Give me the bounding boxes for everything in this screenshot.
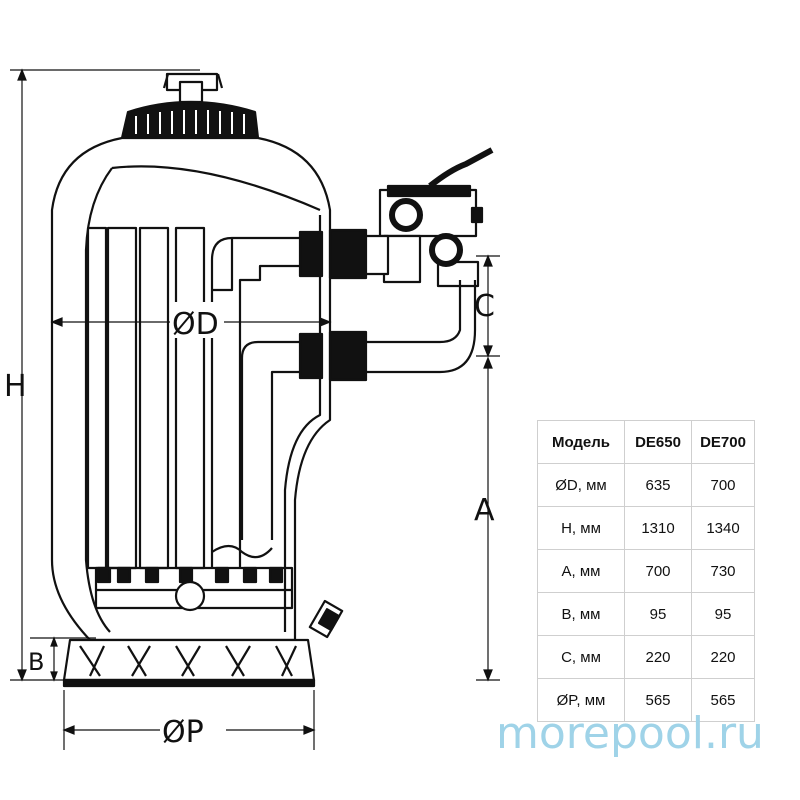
table-row: ØD, мм 635 700 (537, 463, 755, 507)
dim-label-d: ØD (172, 307, 219, 342)
spec-header-row: Модель DE650 DE700 (537, 420, 755, 464)
filter-elements (86, 226, 294, 612)
tank-base (62, 638, 316, 688)
cell-value: 95 (691, 592, 755, 636)
header-de700: DE700 (691, 420, 755, 464)
cell-value: 1310 (624, 506, 692, 550)
dim-label-h: H (4, 369, 27, 404)
table-row: ØP, мм 565 565 (537, 678, 755, 722)
cell-value: 635 (624, 463, 692, 507)
tank-lid (120, 100, 260, 140)
table-row: C, мм 220 220 (537, 635, 755, 679)
cell-value: 565 (691, 678, 755, 722)
multiport-valve (364, 147, 494, 284)
row-label: H, мм (537, 506, 625, 550)
cell-value: 220 (691, 635, 755, 679)
dim-label-p: ØP (162, 715, 204, 750)
top-air-valve (162, 72, 224, 104)
header-model: Модель (537, 420, 625, 464)
row-label: B, мм (537, 592, 625, 636)
table-row: H, мм 1310 1340 (537, 506, 755, 550)
drain-plug (308, 599, 344, 639)
cell-value: 220 (624, 635, 692, 679)
header-de650: DE650 (624, 420, 692, 464)
cell-value: 565 (624, 678, 692, 722)
cell-value: 700 (691, 463, 755, 507)
cell-value: 700 (624, 549, 692, 593)
tank-body (50, 136, 332, 642)
table-row: B, мм 95 95 (537, 592, 755, 636)
row-label: ØD, мм (537, 463, 625, 507)
dim-label-a: A (474, 493, 495, 528)
spec-table: Модель DE650 DE700 ØD, мм 635 700 H, мм … (537, 420, 755, 722)
table-row: A, мм 700 730 (537, 549, 755, 593)
row-label: ØP, мм (537, 678, 625, 722)
dim-label-b: B (28, 648, 44, 676)
cell-value: 730 (691, 549, 755, 593)
dim-label-c: C (474, 289, 495, 324)
cell-value: 95 (624, 592, 692, 636)
row-label: C, мм (537, 635, 625, 679)
internal-pipes (210, 236, 300, 568)
row-label: A, мм (537, 549, 625, 593)
cell-value: 1340 (691, 506, 755, 550)
watermark: morepool.ru (496, 708, 764, 759)
